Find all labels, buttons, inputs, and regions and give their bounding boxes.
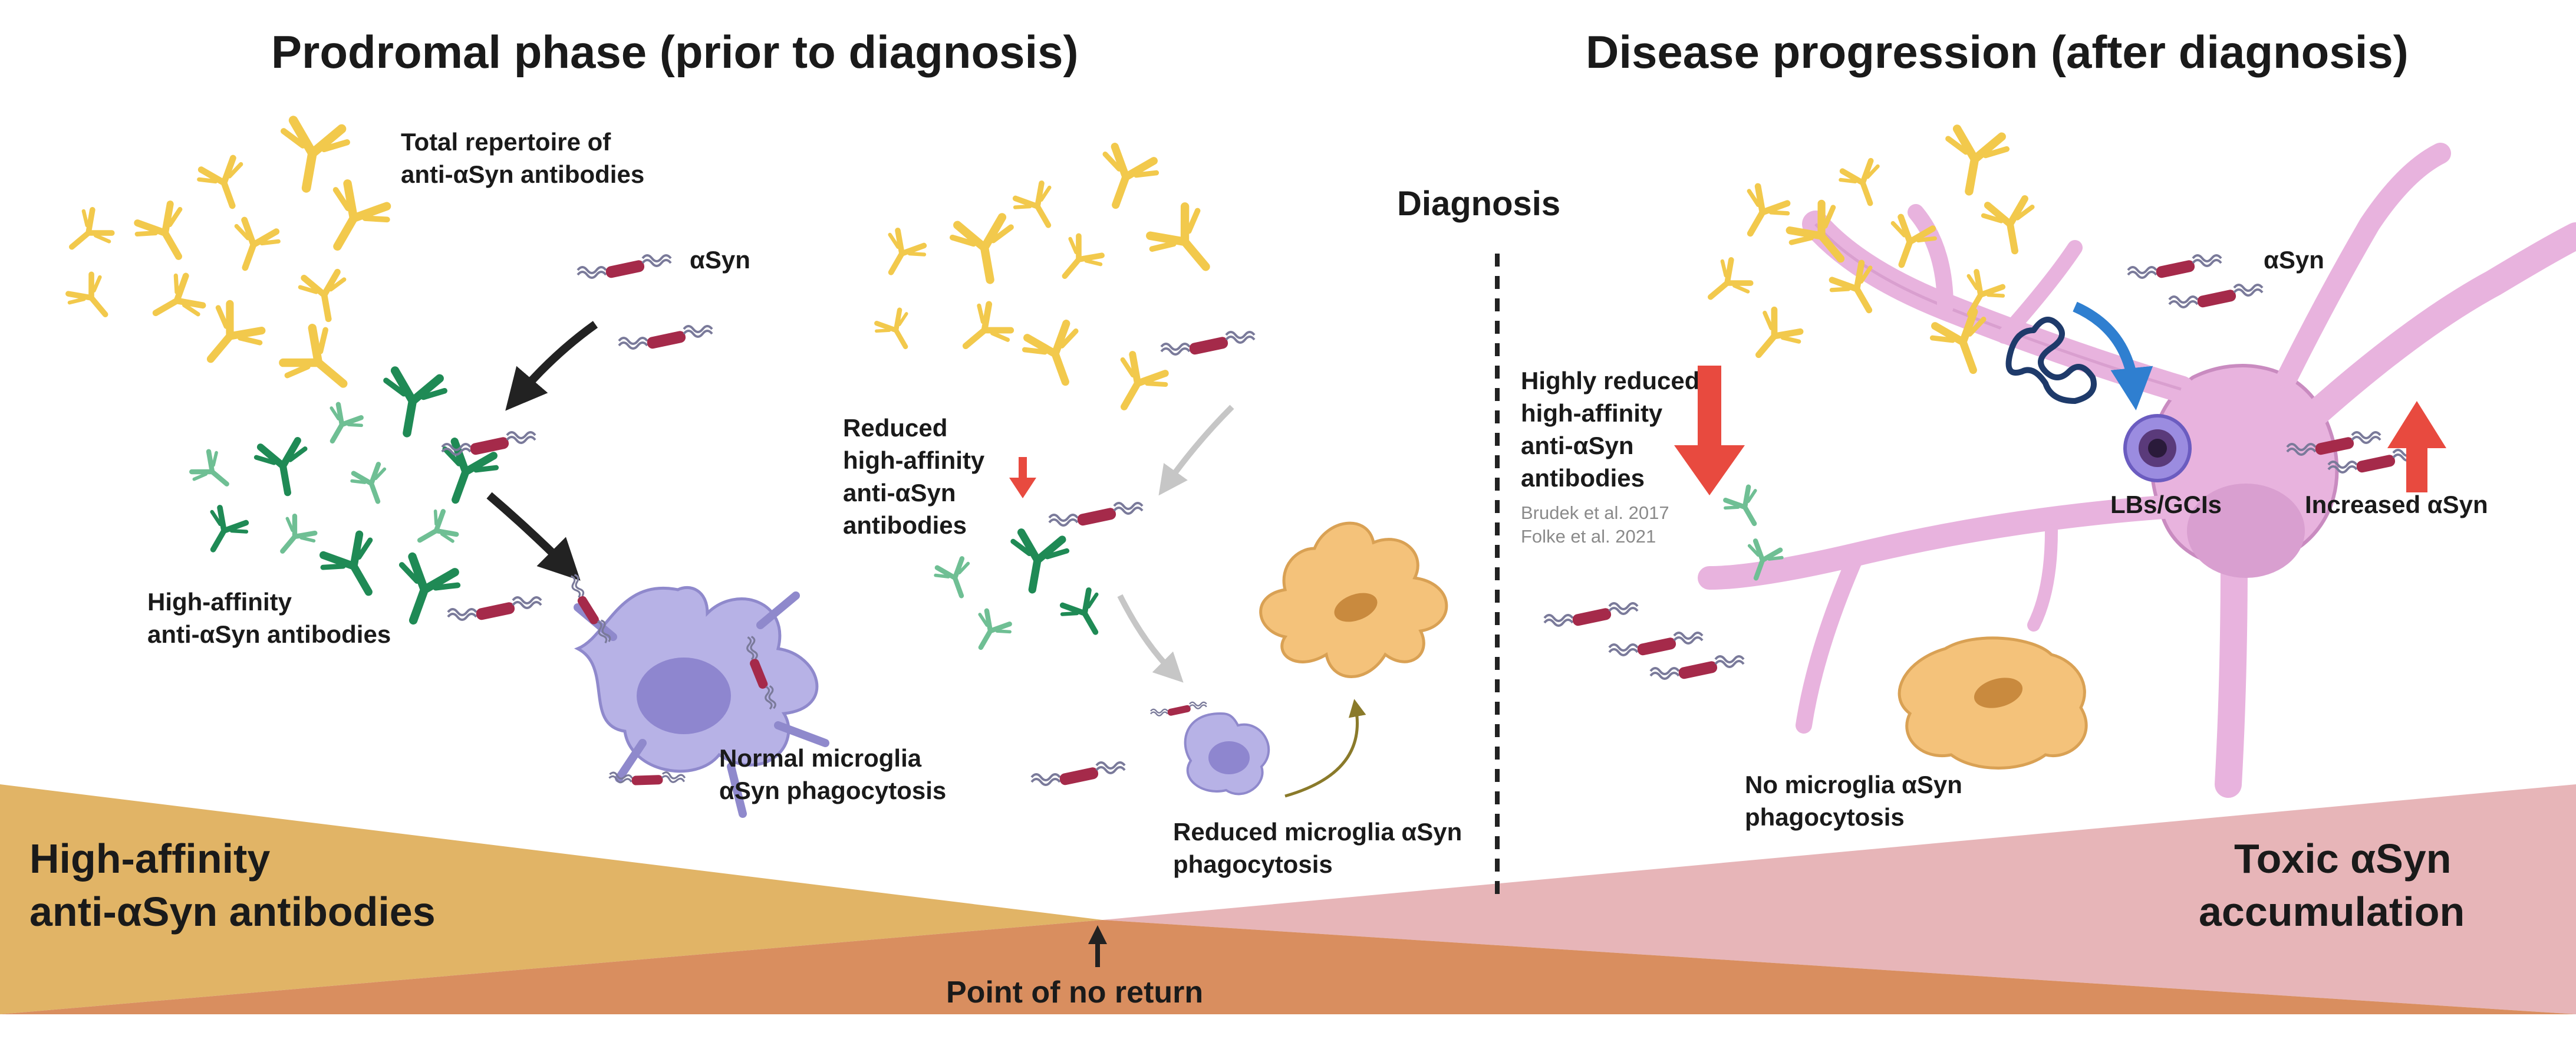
antibody-repertoire-left: [59, 119, 393, 406]
svg-text:anti-αSyn: anti-αSyn: [843, 479, 956, 507]
svg-text:anti-αSyn: anti-αSyn: [1521, 432, 1634, 459]
svg-text:Reduced microglia αSyn: Reduced microglia αSyn: [1173, 818, 1462, 846]
svg-text:anti-αSyn antibodies: anti-αSyn antibodies: [29, 889, 436, 935]
svg-text:antibodies: antibodies: [1521, 464, 1645, 492]
high-affinity-label: High-affinity anti-αSyn antibodies: [147, 588, 391, 648]
arrow-grey-upper: [1158, 405, 1234, 496]
astrocyte-middle: [1259, 521, 1448, 678]
arrow-blue: [2073, 301, 2153, 410]
svg-text:anti-αSyn antibodies: anti-αSyn antibodies: [147, 620, 391, 648]
reduced-high-affinity-label: Reduced high-affinity anti-αSyn antibodi…: [843, 414, 985, 539]
antibody-repertoire-middle: [873, 144, 1228, 419]
svg-text:Reduced: Reduced: [843, 414, 947, 442]
lewy-body-inclusion: [2123, 414, 2192, 482]
astrocyte-right: [1898, 636, 2088, 770]
svg-text:high-affinity: high-affinity: [843, 446, 985, 474]
arrow-grey-lower: [1117, 594, 1184, 683]
normal-microglia-cell: [574, 586, 829, 818]
arrow-asyn-to-antibodies: [505, 321, 598, 411]
light-antibodies-middle: [933, 557, 1013, 656]
svg-text:accumulation: accumulation: [2199, 889, 2465, 935]
svg-text:Normal microglia: Normal microglia: [719, 744, 922, 772]
red-arrow-down-large: [1674, 366, 1745, 495]
wedge-point-of-no-return: [0, 920, 2576, 1014]
title-prodromal: Prodromal phase (prior to diagnosis): [271, 26, 1079, 78]
svg-text:anti-αSyn antibodies: anti-αSyn antibodies: [401, 160, 644, 188]
svg-text:High-affinity: High-affinity: [147, 588, 292, 616]
svg-text:phagocytosis: phagocytosis: [1745, 803, 1905, 831]
increased-asyn-label: Increased αSyn: [2305, 491, 2488, 518]
svg-text:Brudek et al. 2017: Brudek et al. 2017: [1521, 502, 1669, 523]
title-progression: Disease progression (after diagnosis): [1586, 26, 2409, 78]
wedge-toxic-accumulation: [1102, 784, 2576, 1014]
svg-text:antibodies: antibodies: [843, 511, 967, 539]
no-microglia-label: No microglia αSyn phagocytosis: [1745, 771, 1962, 831]
total-repertoire-label: Total repertoire of anti-αSyn antibodies: [401, 128, 644, 188]
references: Brudek et al. 2017 Folke et al. 2021: [1521, 502, 1669, 547]
svg-text:high-affinity: high-affinity: [1521, 399, 1663, 427]
svg-text:αSyn phagocytosis: αSyn phagocytosis: [719, 777, 946, 804]
diagnosis-label: Diagnosis: [1397, 185, 1560, 223]
asyn-label-left: αSyn: [690, 246, 750, 274]
bottom-left-label: High-affinity anti-αSyn antibodies: [29, 836, 436, 935]
point-of-no-return-label: Point of no return: [946, 975, 1203, 1010]
red-arrow-up: [2387, 401, 2446, 492]
reduced-microglia-cell: [1184, 712, 1270, 796]
highly-reduced-label: Highly reduced high-affinity anti-αSyn a…: [1521, 367, 1699, 492]
svg-text:Highly reduced: Highly reduced: [1521, 367, 1699, 395]
asyn-aggregate: [2005, 317, 2097, 405]
red-arrow-small: [1009, 457, 1036, 498]
reduced-microglia-label: Reduced microglia αSyn phagocytosis: [1173, 818, 1462, 878]
light-antibodies-left: [189, 402, 459, 562]
svg-text:Total repertoire of: Total repertoire of: [401, 128, 611, 156]
svg-text:High-affinity: High-affinity: [29, 836, 270, 882]
asyn-strands-right-top: [2127, 254, 2264, 310]
green-antibodies-middle: [1006, 531, 1113, 642]
asyn-label-right: αSyn: [2264, 246, 2324, 274]
svg-text:Folke et al. 2021: Folke et al. 2021: [1521, 526, 1656, 547]
svg-text:phagocytosis: phagocytosis: [1173, 850, 1333, 878]
bottom-right-label: Toxic αSyn accumulation: [2199, 836, 2465, 935]
svg-text:No microglia αSyn: No microglia αSyn: [1745, 771, 1962, 798]
arrow-olive: [1284, 699, 1366, 798]
asyn-strands-right-left: [1543, 602, 1745, 681]
normal-microglia-label: Normal microglia αSyn phagocytosis: [719, 744, 946, 804]
svg-text:Toxic αSyn: Toxic αSyn: [2234, 836, 2452, 882]
asyn-near-microglia: [1149, 701, 1208, 717]
arrow-to-microglia: [486, 492, 581, 581]
lbs-gcis-label: LBs/GCIs: [2110, 491, 2222, 518]
wedge-high-affinity: [0, 784, 1102, 1014]
